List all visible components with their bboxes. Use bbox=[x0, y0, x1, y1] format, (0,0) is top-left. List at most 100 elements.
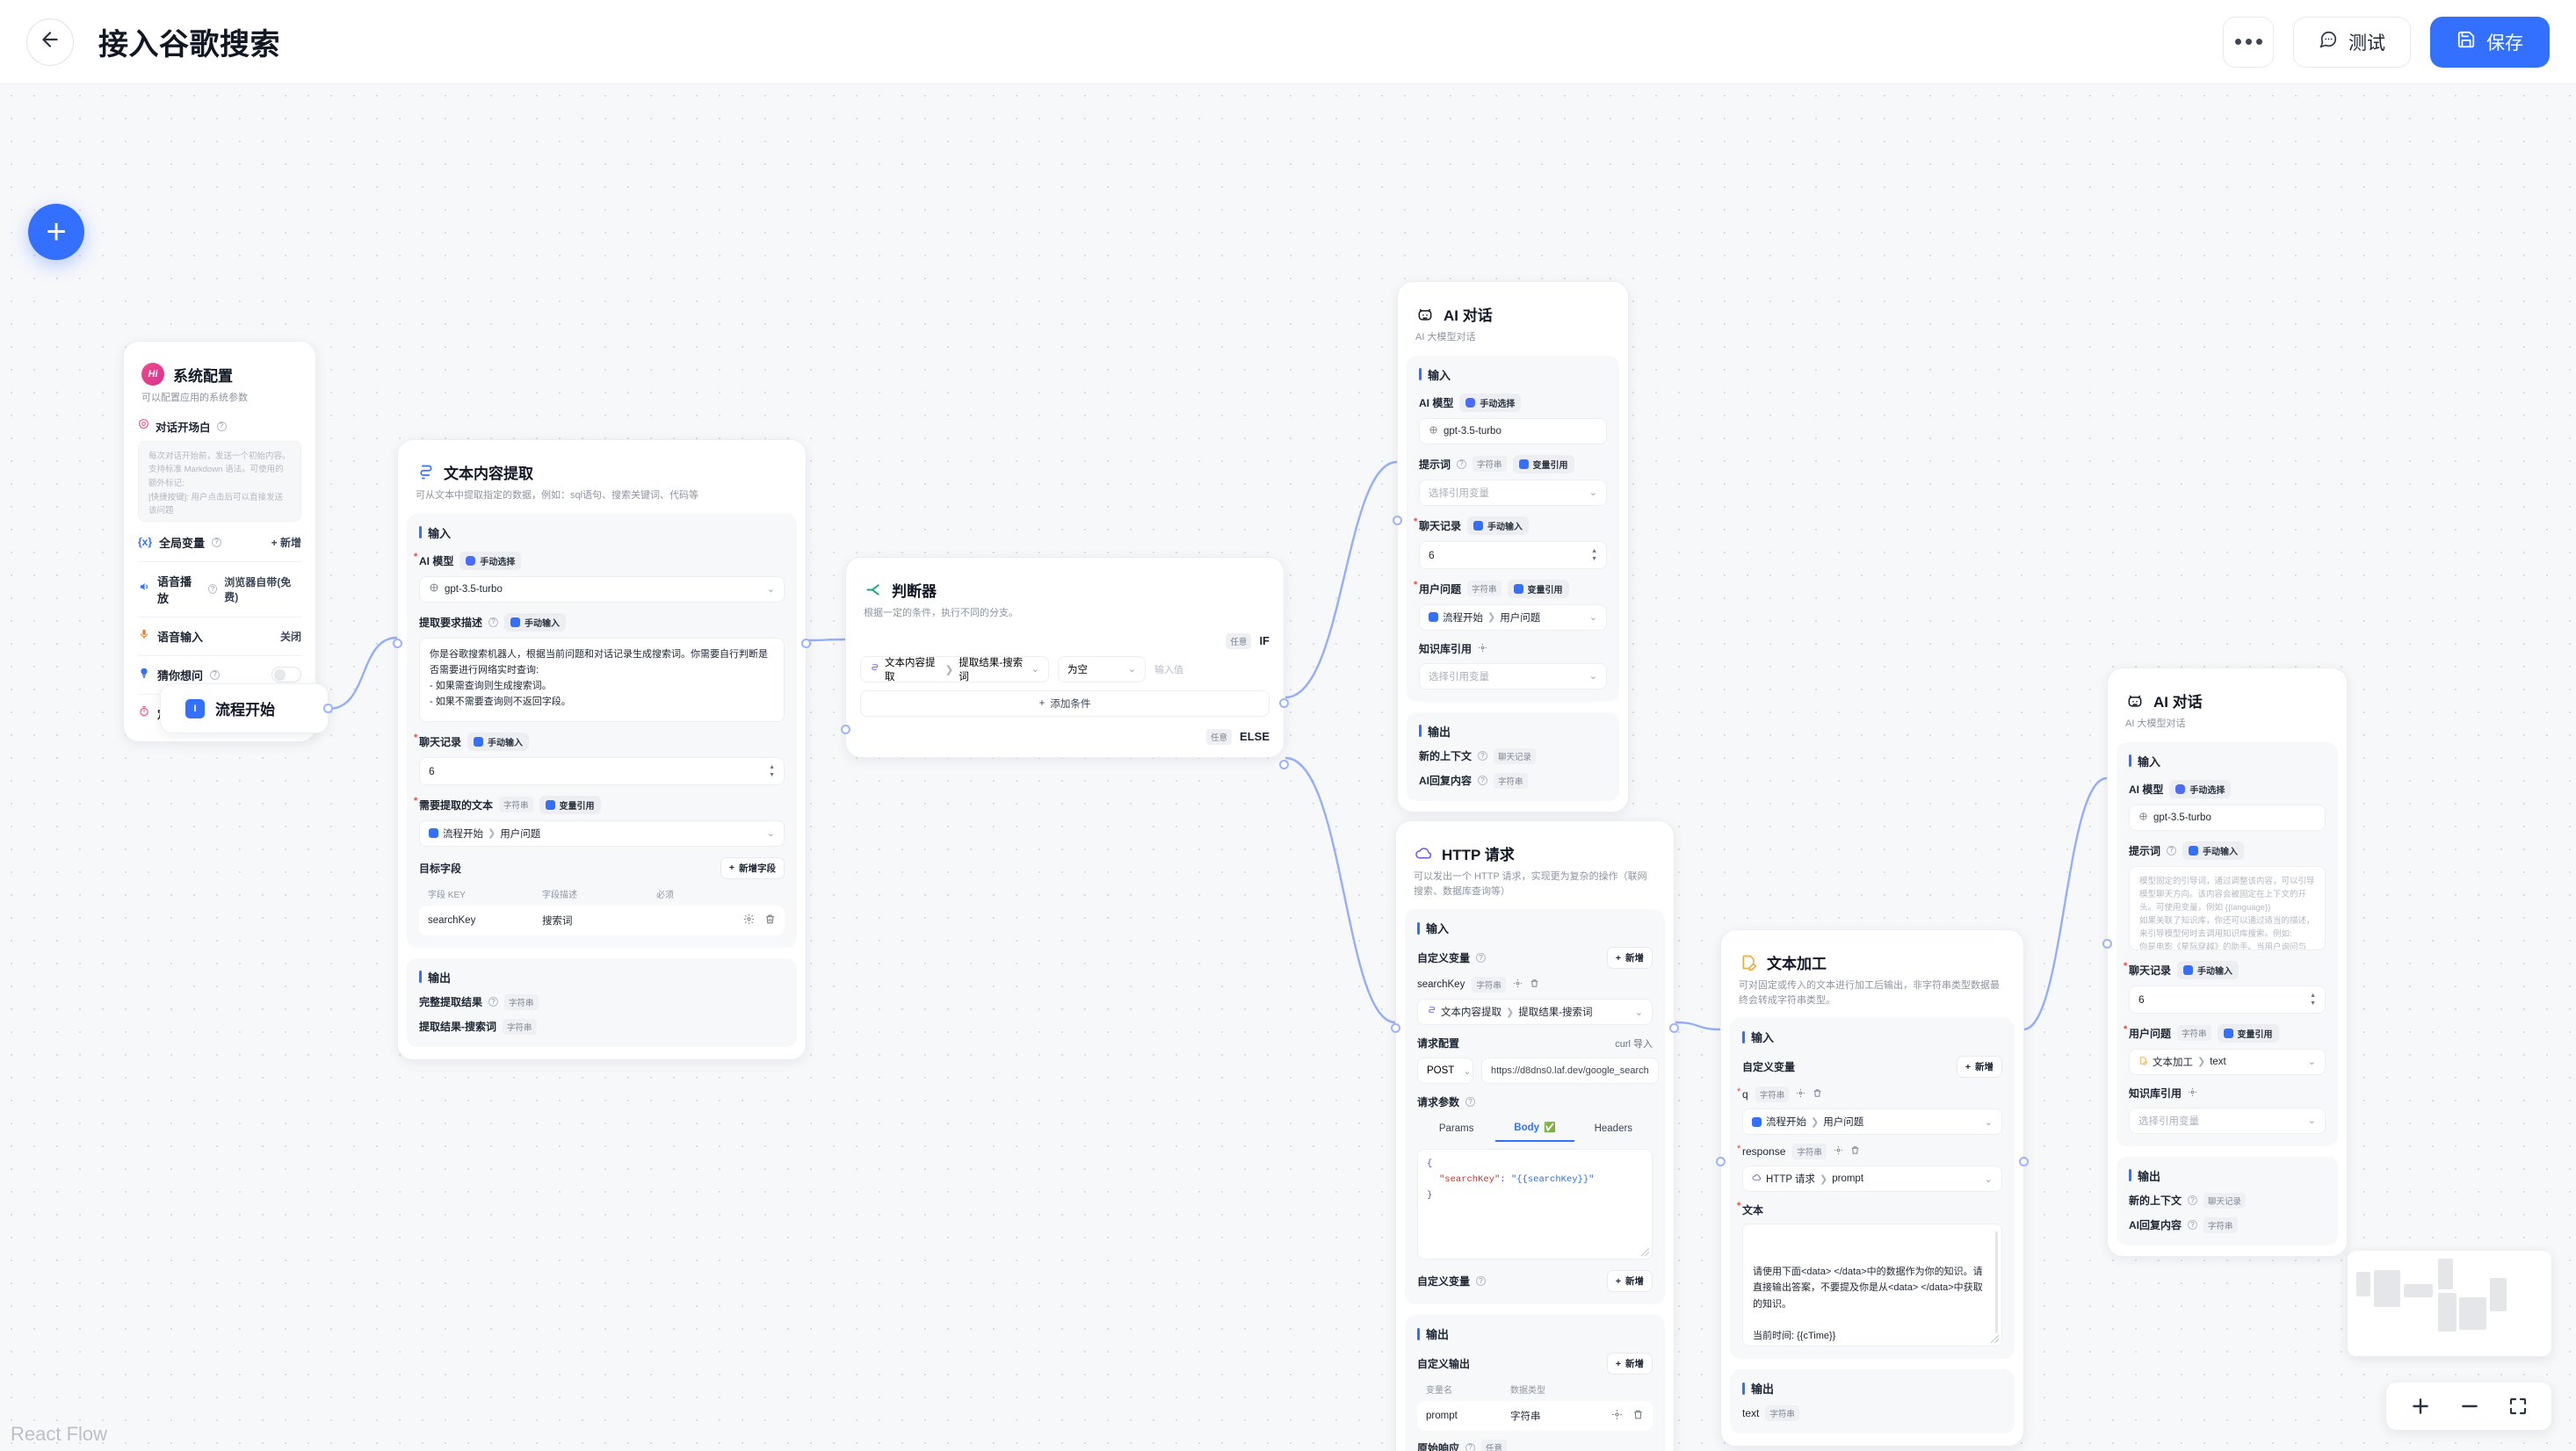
manual-input-chip[interactable]: 手动输入 bbox=[2177, 960, 2240, 979]
tab-body[interactable]: Body ✅ bbox=[1495, 1116, 1574, 1142]
node-flow-start[interactable]: I 流程开始 bbox=[160, 683, 333, 733]
manual-input-chip[interactable]: 手动输入 bbox=[1467, 516, 1530, 535]
help-icon[interactable]: ? bbox=[207, 584, 218, 594]
back-button[interactable] bbox=[26, 18, 74, 66]
help-icon[interactable]: ? bbox=[1465, 1097, 1476, 1107]
handle-target[interactable] bbox=[841, 725, 850, 734]
http-url-input[interactable]: https://d8dns0.laf.dev/google_search bbox=[1481, 1058, 1659, 1084]
text-template-editor[interactable]: 请使用下面<data> </data>中的数据作为你的知识。请直接输出答案，不要… bbox=[1742, 1224, 2002, 1346]
resize-handle-icon[interactable] bbox=[1991, 1335, 1999, 1343]
fit-view-icon[interactable] bbox=[2507, 1396, 2529, 1417]
source-text-select[interactable]: 流程开始 ❯ 用户问题 ⌄ bbox=[419, 819, 785, 847]
handle-target[interactable] bbox=[1391, 1023, 1400, 1033]
tab-params[interactable]: Params bbox=[1438, 1123, 1474, 1134]
delete-icon[interactable] bbox=[1850, 1144, 1860, 1159]
sys-row-action[interactable]: + 新增 bbox=[271, 536, 301, 549]
node-system-config[interactable]: Hi 系统配置 可以配置应用的系统参数 对话开场白 ? 每次对话开始前，发送一个… bbox=[123, 341, 316, 742]
save-button[interactable]: 保存 bbox=[2430, 16, 2550, 68]
manual-input-chip[interactable]: 手动输入 bbox=[467, 732, 530, 751]
delete-icon[interactable] bbox=[1632, 1409, 1644, 1423]
user-question-select[interactable]: 流程开始 ❯ 用户问题 ⌄ bbox=[1419, 603, 1607, 631]
zoom-in-icon[interactable] bbox=[2409, 1395, 2432, 1418]
gear-icon[interactable] bbox=[1611, 1409, 1623, 1423]
request-body-editor[interactable]: { "searchKey": "{{searchKey}}" } bbox=[1417, 1149, 1653, 1260]
add-field-button[interactable]: + 新增字段 bbox=[720, 856, 785, 879]
help-icon[interactable]: ? bbox=[2167, 845, 2177, 855]
help-icon[interactable]: ? bbox=[1476, 953, 1487, 963]
minimap[interactable] bbox=[2348, 1251, 2551, 1356]
stepper-arrows-icon[interactable]: ▲▼ bbox=[769, 763, 775, 778]
handle-source[interactable] bbox=[323, 704, 333, 713]
help-icon[interactable]: ? bbox=[488, 997, 499, 1007]
help-icon[interactable]: ? bbox=[1457, 458, 1467, 469]
handle-target[interactable] bbox=[1716, 1157, 1726, 1166]
chat-history-stepper[interactable]: 6 ▲▼ bbox=[419, 756, 785, 785]
condition-operator-select[interactable]: 为空 ⌄ bbox=[1058, 655, 1146, 682]
manual-select-chip[interactable]: 手动选择 bbox=[1459, 393, 1522, 412]
variable-value-select[interactable]: 文本内容提取 ❯ 提取结果-搜索词 ⌄ bbox=[1417, 999, 1653, 1025]
delete-icon[interactable] bbox=[1530, 977, 1539, 993]
help-icon[interactable]: ? bbox=[212, 537, 222, 547]
guess-question-toggle[interactable] bbox=[271, 667, 301, 682]
var-ref-chip[interactable]: 变量引用 bbox=[1512, 454, 1574, 473]
table-row[interactable]: searchKey 搜索词 bbox=[419, 905, 785, 935]
knowledge-base-select[interactable]: 选择引用变量 ⌄ bbox=[1419, 662, 1607, 689]
gear-icon[interactable] bbox=[743, 913, 755, 928]
handle-source-if[interactable] bbox=[1279, 698, 1289, 708]
ai-model-select[interactable]: gpt-3.5-turbo ⌄ bbox=[419, 575, 785, 603]
condition-variable-select[interactable]: 文本内容提取 ❯ 提取结果-搜索词 ⌄ bbox=[860, 655, 1049, 682]
node-http-request[interactable]: HTTP 请求 可以发出一个 HTTP 请求，实现更为复杂的操作（联网搜索、数据… bbox=[1391, 820, 1679, 1451]
help-icon[interactable]: ? bbox=[1476, 1276, 1487, 1286]
stepper-arrows-icon[interactable]: ▲▼ bbox=[2310, 992, 2316, 1007]
variable-q-select[interactable]: 流程开始 ❯ 用户问题 ⌄ bbox=[1742, 1108, 2002, 1135]
sys-row-value[interactable]: 关闭 bbox=[279, 630, 301, 643]
handle-target[interactable] bbox=[1393, 516, 1402, 525]
user-question-select[interactable]: 文本加工 ❯ text ⌄ bbox=[2129, 1048, 2326, 1075]
textarea-scrollbar[interactable] bbox=[1995, 1231, 1998, 1333]
condition-value-input[interactable]: 输入值 bbox=[1154, 664, 1183, 675]
help-icon[interactable]: ? bbox=[210, 669, 221, 680]
node-text-process[interactable]: 文本加工 可对固定或传入的文本进行加工后输出，非字符串类型数据最终会转成字符串类… bbox=[1716, 929, 2029, 1447]
sys-row-voice-input[interactable]: 语音输入 关闭 bbox=[138, 616, 301, 655]
tab-headers[interactable]: Headers bbox=[1594, 1123, 1633, 1134]
table-row[interactable]: prompt 字符串 bbox=[1417, 1401, 1653, 1431]
knowledge-base-select[interactable]: 选择引用变量 ⌄ bbox=[2129, 1107, 2326, 1134]
manual-select-chip[interactable]: 手动选择 bbox=[459, 551, 522, 570]
help-icon[interactable]: ? bbox=[2188, 1220, 2198, 1230]
help-icon[interactable]: ? bbox=[1465, 1442, 1476, 1451]
var-ref-chip[interactable]: 变量引用 bbox=[1507, 579, 1569, 598]
manual-input-chip[interactable]: 手动输入 bbox=[504, 612, 567, 632]
delete-icon[interactable] bbox=[1813, 1086, 1822, 1102]
prompt-textarea[interactable]: 模型固定的引导词，通过调整该内容，可以引导模型聊天方向。该内容会被固定在上下文的… bbox=[2129, 865, 2326, 950]
sys-row-value[interactable]: 浏览器自带(免费) bbox=[224, 575, 292, 603]
sys-row-voice-playback[interactable]: 语音播放 ? 浏览器自带(免费) bbox=[138, 560, 301, 617]
help-icon[interactable]: ? bbox=[216, 421, 227, 431]
more-options-button[interactable] bbox=[2223, 16, 2274, 68]
handle-source-else[interactable] bbox=[1279, 760, 1289, 769]
resize-handle-icon[interactable] bbox=[1641, 1248, 1649, 1256]
sys-row-guess-question[interactable]: 猜你想问 ? bbox=[138, 654, 301, 694]
gear-icon[interactable] bbox=[1513, 977, 1523, 993]
handle-target[interactable] bbox=[2102, 939, 2112, 949]
help-icon[interactable]: ? bbox=[488, 617, 499, 627]
help-icon[interactable]: ? bbox=[1478, 776, 1488, 785]
manual-input-chip[interactable]: 手动输入 bbox=[2182, 841, 2245, 860]
add-output-button[interactable]: + 新增 bbox=[1606, 1353, 1653, 1375]
chat-history-stepper[interactable]: 6 ▲▼ bbox=[1419, 540, 1607, 569]
node-ai-chat-right[interactable]: AI 对话 AI 大模型对话 输入 AI 模型 手动选择 bbox=[2102, 668, 2348, 1257]
add-condition-button[interactable]: + 添加条件 bbox=[860, 689, 1270, 717]
flow-canvas[interactable]: + Hi 系统配置 bbox=[0, 84, 2576, 1451]
test-button[interactable]: 测试 bbox=[2293, 16, 2411, 68]
ai-model-select[interactable]: gpt-3.5-turbo bbox=[1419, 417, 1607, 444]
opening-textarea[interactable]: 每次对话开始前，发送一个初始内容。支持标准 Markdown 语法。可使用的额外… bbox=[138, 440, 301, 522]
handle-source[interactable] bbox=[801, 639, 811, 648]
help-icon[interactable]: ? bbox=[2188, 1195, 2198, 1205]
manual-select-chip[interactable]: 手动选择 bbox=[2169, 779, 2232, 798]
add-variable-button[interactable]: + 新增 bbox=[1956, 1056, 2002, 1078]
curl-import-button[interactable]: curl 导入 bbox=[1615, 1038, 1653, 1050]
stepper-arrows-icon[interactable]: ▲▼ bbox=[1591, 547, 1597, 562]
delete-icon[interactable] bbox=[764, 913, 776, 928]
handle-source[interactable] bbox=[1669, 1023, 1679, 1033]
http-method-select[interactable]: POST ⌄ bbox=[1417, 1058, 1473, 1084]
node-judge[interactable]: 判断器 根据一定的条件，执行不同的分支。 任意 IF 文本内容提取 ❯ bbox=[841, 557, 1289, 769]
